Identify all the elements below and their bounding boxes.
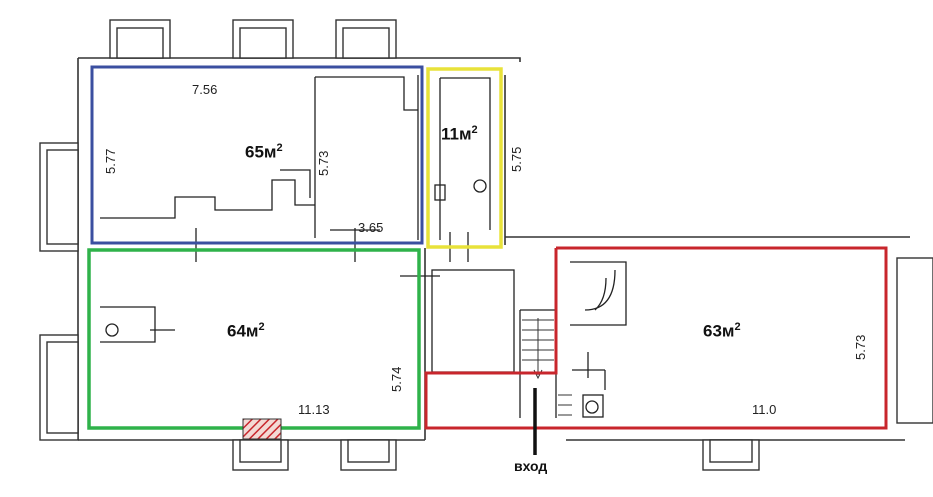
dimension-blue-left: 5.77 [103, 148, 118, 174]
dimension-blue-inner: 5.73 [316, 150, 331, 176]
room-outline-yellow[interactable] [426, 67, 503, 249]
staircase [522, 318, 572, 416]
dimension-green-bottom: 11.13 [298, 402, 330, 417]
room-outline-red[interactable] [424, 246, 888, 430]
hatched-entry [242, 418, 282, 440]
dimension-blue-bottom: 3.65 [358, 220, 384, 235]
window-bays [39, 19, 933, 471]
dimension-red-right: 5.73 [853, 334, 868, 360]
interior-walls [100, 75, 627, 418]
room-outline-blue[interactable] [90, 65, 424, 245]
room-area-yellow: 11м2 [441, 124, 478, 144]
room-area-green: 64м2 [227, 321, 265, 341]
dimension-green-right: 5.74 [389, 366, 404, 392]
room-area-red: 63м2 [703, 321, 741, 341]
dimension-yellow-right: 5.75 [509, 146, 524, 172]
dimension-red-bottom: 11.0 [752, 402, 777, 417]
dimension-blue-top: 7.56 [192, 82, 218, 97]
entrance-label: вход [514, 458, 548, 474]
room-area-blue: 65м2 [245, 142, 283, 162]
